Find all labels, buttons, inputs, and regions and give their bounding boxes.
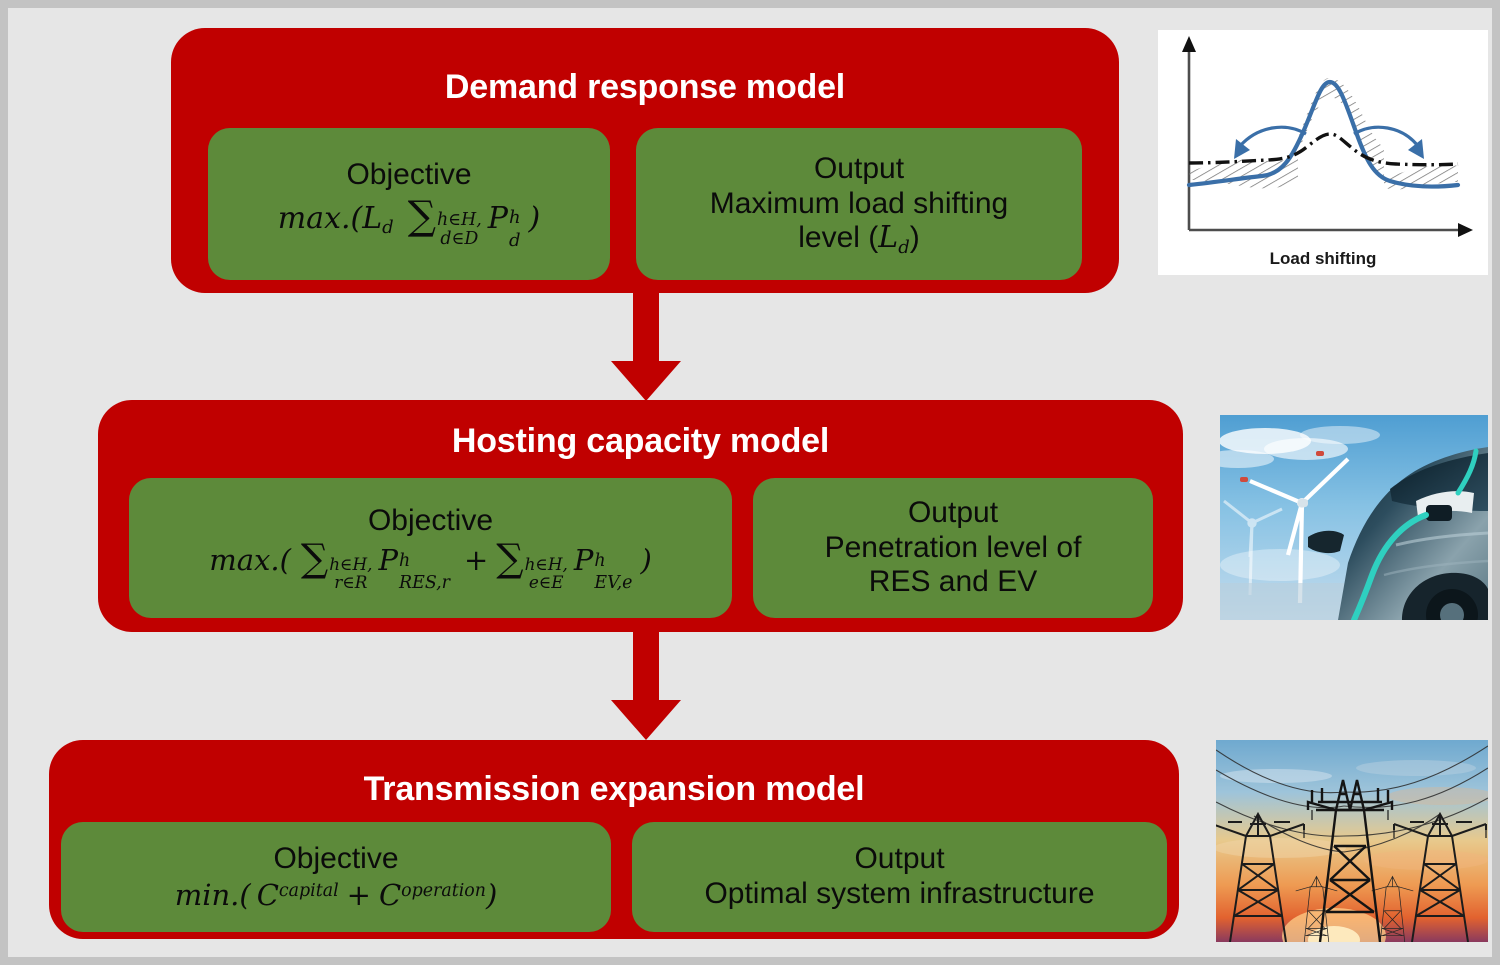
sum-limits: h∈H, r∈R [328,553,373,592]
arrow-hosting-to-transmission [608,630,684,740]
formula-term-res-sub: RES,r [399,573,450,594]
arrow-demand-to-hosting [608,291,684,401]
formula-term-capital: C [256,878,279,913]
thumbnail-transmission-towers [1216,740,1488,942]
formula-open-paren: ( [239,878,251,913]
sum-limit-top: h∈H, [436,210,482,231]
formula-term: P [487,200,508,236]
output-line-1: Maximum load shifting [709,186,1009,220]
formula-term-capital-sup: capital [278,881,339,902]
formula-plus: + [463,543,489,578]
objective-label: Objective [367,503,494,537]
formula-term-operation: C [378,878,402,913]
output-line-2-var: L [878,220,899,256]
formula-variable: L [362,200,383,236]
objective-label: Objective [346,158,472,192]
output-line-1: Optimal system infrastructure [704,877,1095,910]
sum-limit-bottom: r∈R [334,571,368,592]
model-block-demand-response: Demand response model Objective max. ( L… [171,28,1119,293]
model-block-transmission-expansion: Transmission expansion model Objective m… [49,740,1179,939]
formula-summation-res: ∑ h∈H, r∈R [300,536,373,591]
formula-close-paren: ) [640,543,652,578]
output-label: Output [907,495,999,529]
formula-open-paren: ( [279,543,291,578]
sum-limits: h∈H, e∈E [524,553,568,592]
sum-limit-top: h∈H, [524,553,568,574]
formula-operator: min. [174,878,240,913]
formula-plus: + [346,878,371,913]
objective-label: Objective [273,841,399,875]
output-box-hosting-capacity: Output Penetration level of RES and EV [753,478,1153,618]
output-line-2-var-sub: d [898,236,910,258]
formula-summation-ev: ∑ h∈H, e∈E [496,536,568,591]
output-label: Output [813,151,905,185]
output-box-transmission-expansion: Output Optimal system infrastructure [632,822,1167,932]
model-block-hosting-capacity: Hosting capacity model Objective max. ( … [98,400,1183,632]
diagram-canvas: Demand response model Objective max. ( L… [8,8,1492,957]
sum-limit-bottom: d∈D [440,229,479,250]
formula-summation: ∑ h∈H, d∈D [407,192,482,248]
formula-term-res-sup: h [399,550,411,571]
arrow-shaft [633,630,659,702]
sum-symbol: ∑ [496,536,524,582]
formula-operator: max. [277,200,351,236]
load-shifting-svg [1158,30,1488,275]
sum-limit-bottom: e∈E [528,571,564,592]
thumbnail-ev-charging-wind [1220,415,1488,620]
model-title-transmission-expansion: Transmission expansion model [363,770,865,808]
output-line-2-prefix: level ( [798,221,879,255]
formula-close-paren: ) [528,200,541,236]
formula-term-res: P [378,543,399,578]
model-title-demand-response: Demand response model [444,68,846,106]
model-title-hosting-capacity: Hosting capacity model [451,422,830,460]
load-shifting-caption: Load shifting [1269,249,1377,268]
arrow-head [611,700,681,740]
ev-charging-wind-svg [1220,415,1488,620]
formula-open-paren: ( [350,200,363,236]
formula-term-ev-sub: EV,e [594,573,633,594]
formula-close-paren: ) [485,878,498,913]
sum-limits: h∈H, d∈D [436,211,482,249]
sum-symbol: ∑ [300,536,329,582]
formula-operator: max. [209,543,280,578]
sum-symbol: ∑ [407,192,436,239]
formula-term-ev: P [573,543,594,578]
thumbnail-load-shifting-chart: Load shifting [1158,30,1488,275]
output-line-2-suffix: ) [909,221,920,255]
output-line-2: RES and EV [868,565,1038,599]
formula-term-ev-sup: h [594,550,606,571]
output-line-1: Penetration level of [824,530,1082,564]
formula-term-operation-sup: operation [401,881,486,902]
output-label: Output [854,842,945,876]
sum-limit-top: h∈H, [329,553,373,574]
formula-variable-sub: d [382,217,394,239]
arrow-shaft [633,291,659,363]
formula-term-sup: h [508,206,521,228]
arrow-head [611,361,681,401]
transmission-towers-svg [1216,740,1488,942]
formula-term-sub: d [508,230,521,252]
